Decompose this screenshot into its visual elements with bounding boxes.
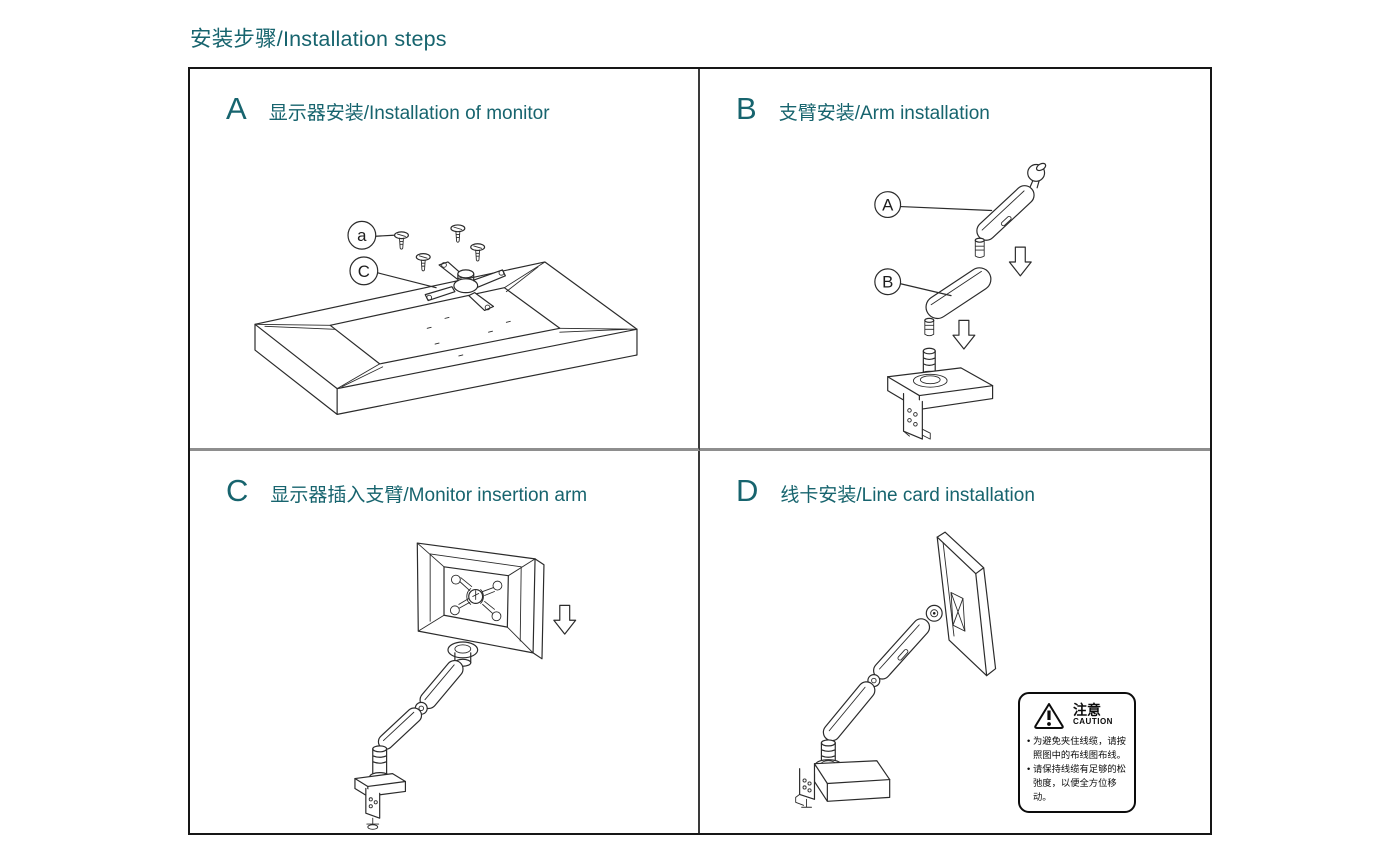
panel-d-title: 线卡安装/Line card installation	[780, 485, 1035, 506]
caution-title-en: CAUTION	[1073, 717, 1113, 727]
svg-text:a: a	[357, 226, 367, 245]
panel-a: A 显示器安装/Installation of monitor	[190, 69, 700, 451]
svg-text:C: C	[358, 262, 370, 281]
caution-body: • 为避免夹住线缆，请按照图中的布线图布线。 • 请保持线缆有足够的松弛度，以便…	[1027, 735, 1128, 805]
panel-b-letter: B	[736, 91, 757, 126]
panel-d-header: D 线卡安装/Line card installation	[736, 475, 1035, 507]
caution-title-zh: 注意	[1073, 702, 1101, 719]
caution-box: 注意 CAUTION • 为避免夹住线缆，请按照图中的布线图布线。 • 请保持线…	[1018, 692, 1136, 813]
panel-b-header: B 支臂安装/Arm installation	[736, 93, 990, 125]
upper-arm-illustration	[974, 162, 1047, 258]
caution-bullet: • 请保持线缆有足够的松弛度，以便全方位移动。	[1027, 763, 1126, 802]
caution-bullet: • 为避免夹住线缆，请按照图中的布线图布线。	[1027, 736, 1126, 760]
panel-a-header: A 显示器安装/Installation of monitor	[226, 93, 550, 125]
callout-lower-arm-label: B	[874, 268, 952, 297]
vesa-plate-illustration	[424, 261, 506, 312]
panel-b-title: 支臂安装/Arm installation	[778, 103, 990, 124]
panel-c: C 显示器插入支臂/Monitor insertion arm	[190, 451, 700, 833]
panel-d-letter: D	[736, 473, 759, 508]
callout-upper-arm-label: A	[874, 191, 993, 219]
svg-text:A: A	[882, 196, 894, 215]
panel-c-header: C 显示器插入支臂/Monitor insertion arm	[226, 475, 587, 507]
page-title: 安装步骤/Installation steps	[190, 27, 447, 51]
full-assembly-illustration	[795, 531, 997, 808]
callout-plate-label: C	[349, 256, 437, 289]
steps-grid: A 显示器安装/Installation of monitor	[188, 67, 1212, 835]
caution-header: 注意 CAUTION	[1033, 701, 1128, 729]
svg-text:B: B	[882, 273, 893, 292]
panel-b: B 支臂安装/Arm installation	[700, 69, 1210, 451]
monitor-back-illustration	[254, 261, 638, 415]
warning-triangle-icon	[1034, 703, 1064, 729]
arm-assembly-illustration	[795, 604, 943, 808]
panel-a-letter: A	[226, 91, 247, 126]
down-arrow-icon	[553, 604, 577, 635]
down-arrow-icon	[1008, 246, 1032, 277]
monitor-illustration	[936, 531, 997, 677]
panel-a-title: 显示器安装/Installation of monitor	[268, 103, 550, 124]
callout-screw-label: a	[347, 220, 395, 250]
panel-d: D 线卡安装/Line card installation	[700, 451, 1210, 833]
down-arrow-icon	[952, 319, 976, 350]
panel-c-title: 显示器插入支臂/Monitor insertion arm	[270, 485, 588, 506]
monitor-mount-illustration: a C	[254, 220, 638, 415]
lower-arm-illustration	[924, 267, 992, 337]
panel-c-letter: C	[226, 473, 249, 508]
arm-assembly-illustration	[354, 641, 479, 830]
screw-icon	[415, 253, 431, 272]
arm-assembly-illustration: A B	[874, 162, 1047, 440]
clamp-base-illustration	[887, 347, 994, 440]
monitor-insertion-illustration	[354, 542, 577, 830]
screw-icon	[393, 231, 409, 250]
screw-icon	[470, 243, 486, 262]
screw-icon	[450, 224, 466, 243]
vesa-plate-illustration	[449, 574, 503, 622]
